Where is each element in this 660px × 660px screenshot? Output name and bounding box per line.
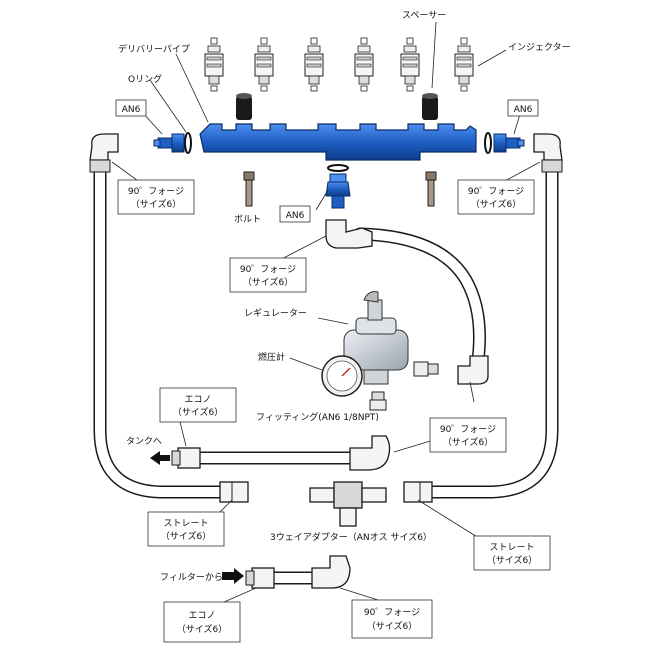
label-forge-bottom-line2: （サイズ6） (367, 620, 417, 632)
forge-fitting-top-left (89, 133, 119, 173)
forge-fitting-top-right (533, 133, 563, 173)
label-o-ring: Oリング (128, 73, 162, 85)
label-box-forge-left: 90゜フォージ （サイズ6） (117, 179, 195, 215)
label-econo-top-line2: （サイズ6） (173, 406, 223, 418)
econo-fitting-return (171, 447, 201, 469)
label-three-way: 3ウェイアダプター（ANオス サイズ6） (270, 531, 432, 543)
label-forge-left-line2: （サイズ6） (131, 198, 181, 210)
injector-6 (454, 37, 474, 92)
label-box-straight-right: ストレート （サイズ6） (473, 535, 551, 571)
label-forge-lowright-line1: 90゜フォージ (440, 424, 496, 435)
label-forge-lowright-line2: （サイズ6） (443, 436, 493, 448)
label-forge-right-line2: （サイズ6） (471, 198, 521, 210)
spacer-right (422, 93, 438, 120)
label-box-forge-mid: 90゜フォージ （サイズ6） (229, 257, 307, 293)
arrow-to-tank (150, 451, 170, 465)
three-way-adapter (309, 481, 387, 527)
label-forge-left-line1: 90゜フォージ (128, 186, 184, 197)
label-an6-right: AN6 (514, 105, 533, 115)
arrow-from-filter (222, 568, 244, 584)
label-econo-bottom-line1: エコノ (188, 611, 215, 621)
hose-right-long (413, 143, 559, 499)
label-straight-right-line2: （サイズ6） (487, 554, 537, 566)
label-box-straight-left: ストレート （サイズ6） (147, 511, 225, 547)
an6-fitting-left (153, 133, 185, 153)
label-from-filter: フィルターから (160, 572, 223, 583)
econo-fitting-bottom (245, 567, 275, 589)
bolt-left (243, 171, 255, 207)
o-ring-center (327, 164, 349, 172)
regulator-side-fitting (413, 361, 439, 377)
injector-5 (400, 37, 420, 92)
injector-2 (254, 37, 274, 92)
fuel-pressure-gauge (321, 355, 363, 397)
straight-fitting-left (219, 481, 249, 503)
bolt-right (425, 171, 437, 207)
label-econo-top-line1: エコノ (184, 395, 211, 405)
forge-fitting-return (349, 435, 391, 471)
label-an6-left: AN6 (122, 105, 141, 115)
forge-fitting-bottom (311, 555, 351, 589)
label-forge-bottom-line1: 90゜フォージ (364, 607, 420, 618)
label-box-forge-lowright: 90゜フォージ （サイズ6） (429, 417, 507, 453)
label-fuel-gauge: 燃圧計 (258, 351, 285, 363)
label-box-econo-bottom: エコノ （サイズ6） (163, 601, 241, 643)
fuel-pressure-regulator (343, 291, 409, 385)
label-delivery-pipe: デリバリーパイプ (118, 43, 190, 55)
o-ring-right (484, 132, 492, 154)
forge-fitting-center (325, 219, 373, 249)
label-straight-left-line1: ストレート (163, 519, 208, 529)
label-box-forge-bottom: 90゜フォージ （サイズ6） (351, 599, 433, 639)
label-econo-bottom-line2: （サイズ6） (177, 623, 227, 635)
label-forge-right-line1: 90゜フォージ (468, 186, 524, 197)
label-regulator: レギュレーター (244, 308, 307, 319)
label-forge-mid-line1: 90゜フォージ (240, 264, 296, 275)
straight-fitting-right (403, 481, 433, 503)
label-box-an6-center: AN6 (279, 205, 311, 223)
label-box-an6-right: AN6 (507, 99, 539, 117)
label-fitting: フィッティング(AN6 1/8NPT) (256, 411, 379, 423)
injector-4 (354, 37, 374, 92)
label-to-tank: タンクへ (126, 436, 162, 447)
delivery-pipe (199, 123, 477, 161)
label-straight-left-line2: （サイズ6） (161, 530, 211, 542)
an6-fitting-center (325, 173, 351, 209)
label-an6-center: AN6 (286, 211, 305, 221)
label-bolt: ボルト (234, 214, 261, 225)
spacer-left (236, 93, 252, 120)
label-box-an6-left: AN6 (115, 99, 147, 117)
label-spacer: スペーサー (402, 10, 446, 21)
forge-fitting-regulator (457, 355, 489, 385)
label-forge-mid-line2: （サイズ6） (243, 276, 293, 288)
label-straight-right-line1: ストレート (489, 543, 534, 553)
label-injector: インジェクター (508, 42, 571, 53)
label-box-econo-top: エコノ （サイズ6） (159, 387, 237, 423)
injector-row (204, 37, 474, 92)
injector-3 (304, 37, 324, 92)
label-box-forge-right: 90゜フォージ （サイズ6） (457, 179, 535, 215)
hose-left-long (93, 143, 229, 499)
hose-regulator-arc (353, 227, 486, 367)
o-ring-left (184, 132, 192, 154)
npt-fitting (369, 391, 387, 411)
injector-1 (204, 37, 224, 92)
an6-fitting-right (493, 133, 525, 153)
